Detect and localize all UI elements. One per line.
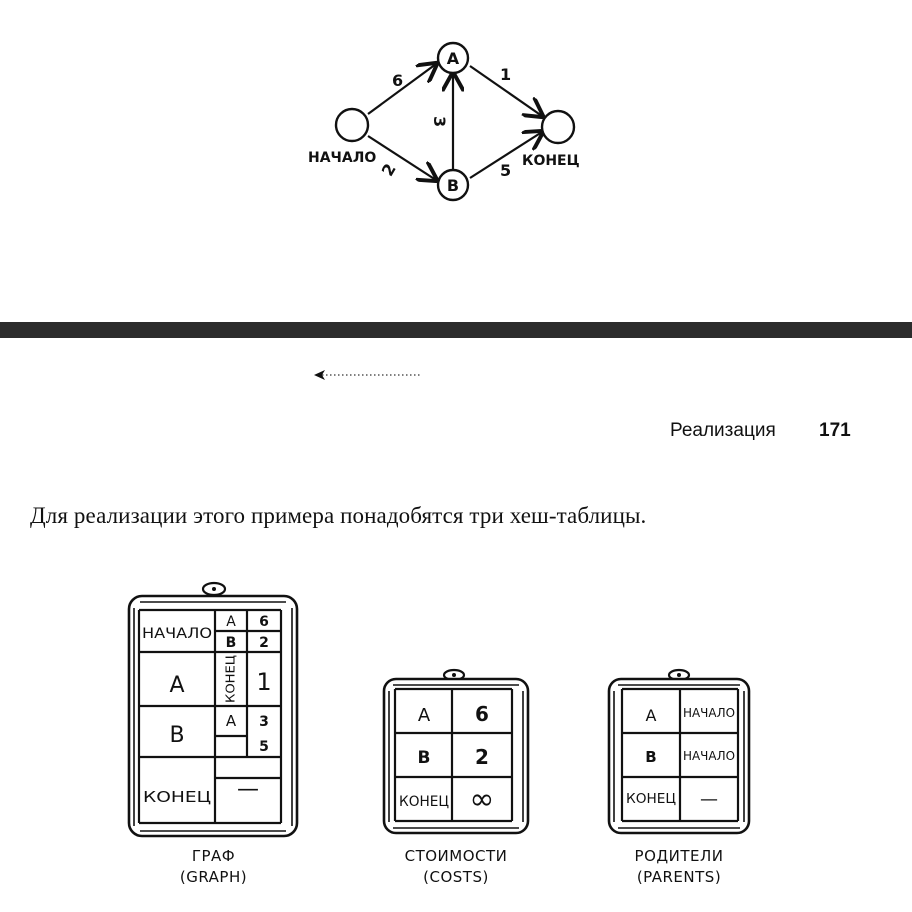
costs-value-a: 6 <box>475 702 489 726</box>
graph-a-neighbor-end: КОНЕЦ <box>224 655 238 703</box>
section-title: Реализация <box>670 420 776 441</box>
graph-b-cost-end: 5 <box>259 739 269 755</box>
graph-key-start: НАЧАЛО <box>142 626 212 642</box>
costs-caption-en: (COSTS) <box>423 868 489 886</box>
weight-a-end: 1 <box>500 65 511 84</box>
costs-caption-ru: СТОИМОСТИ <box>404 847 508 865</box>
weight-b-end: 5 <box>500 161 511 180</box>
parents-key-end: КОНЕЦ <box>626 792 676 807</box>
start-label: НАЧАЛО <box>308 150 376 166</box>
weight-start-a: 6 <box>392 71 403 90</box>
parents-caption-en: (PARENTS) <box>636 868 722 886</box>
node-start <box>334 107 370 143</box>
parents-value-a: НАЧАЛО <box>683 706 735 720</box>
graph-b-neighbor-a: A <box>226 712 237 730</box>
parents-hash-table: A НАЧАЛО B НАЧАЛО КОНЕЦ — <box>607 668 751 835</box>
edge-start-a <box>367 64 436 115</box>
parents-key-a: A <box>646 706 657 725</box>
graph-end-value: — <box>237 777 259 802</box>
parents-value-b: НАЧАЛО <box>683 749 735 763</box>
node-end <box>540 109 576 145</box>
back-arrow-icon <box>314 370 420 380</box>
graph-table-caption: ГРАФ (GRAPH) <box>126 846 301 888</box>
graph-caption-ru: ГРАФ <box>191 847 236 865</box>
edge-a-end <box>469 65 542 116</box>
costs-value-end: ∞ <box>470 782 495 817</box>
graph-caption-en: (GRAPH) <box>179 868 248 886</box>
graph-a-cost-end: 1 <box>256 668 271 696</box>
end-label: КОНЕЦ <box>522 153 580 169</box>
costs-hash-table: A 6 B 2 КОНЕЦ ∞ <box>382 668 530 835</box>
page-separator-bar <box>0 322 912 338</box>
weighted-graph-diagram: A B НАЧАЛО КОНЕЦ 6 2 3 1 5 <box>308 41 580 202</box>
weight-b-a: 3 <box>430 116 449 127</box>
costs-key-b: B <box>418 748 431 768</box>
costs-table-caption: СТОИМОСТИ (COSTS) <box>371 846 541 888</box>
parents-caption-ru: РОДИТЕЛИ <box>634 847 724 865</box>
node-b <box>436 168 470 202</box>
parents-key-b: B <box>645 748 656 766</box>
graph-key-end: КОНЕЦ <box>143 788 211 806</box>
graph-hash-table: НАЧАЛО A B КОНЕЦ A 6 B 2 КОНЕЦ 1 A 3 5 — <box>127 581 299 838</box>
graph-start-cost-b: 2 <box>259 635 269 651</box>
node-a <box>436 41 470 75</box>
page-number: 171 <box>819 420 851 441</box>
parents-table-caption: РОДИТЕЛИ (PARENTS) <box>594 846 764 888</box>
edge-start-b <box>367 135 436 180</box>
node-b-label: B <box>447 176 459 195</box>
parents-value-end: — <box>700 789 718 810</box>
hanger-loop-icon <box>201 581 227 597</box>
graph-start-neighbor-a: A <box>226 614 236 630</box>
costs-key-a: A <box>418 705 431 726</box>
graph-start-cost-a: 6 <box>259 614 269 630</box>
edge-b-end <box>469 132 542 179</box>
weight-start-b: 2 <box>378 160 400 179</box>
graph-key-a: A <box>169 673 184 698</box>
intro-paragraph: Для реализации этого примера понадобятся… <box>30 503 647 528</box>
graph-b-cost-a: 3 <box>259 714 269 730</box>
graph-start-neighbor-b: B <box>226 635 237 651</box>
costs-key-end: КОНЕЦ <box>399 794 449 810</box>
graph-key-b: B <box>169 723 184 748</box>
node-a-label: A <box>447 49 460 68</box>
costs-value-b: 2 <box>475 745 489 769</box>
